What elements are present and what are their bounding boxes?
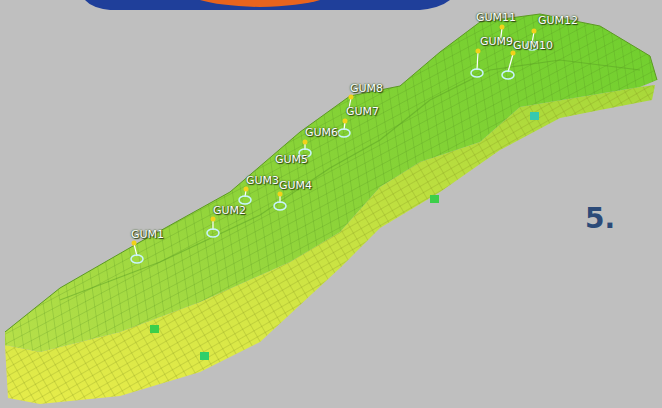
well-label: GUM8 bbox=[350, 83, 383, 94]
reservoir-side bbox=[5, 85, 655, 404]
well-label: GUM9 bbox=[480, 36, 513, 47]
reservoir-top bbox=[5, 14, 657, 352]
well-label: GUM2 bbox=[213, 205, 246, 216]
well-label: GUM12 bbox=[538, 15, 578, 26]
well-markers bbox=[131, 25, 538, 264]
well-label: GUM3 bbox=[246, 175, 279, 186]
well-label: GUM11 bbox=[476, 12, 516, 23]
well-label: GUM10 bbox=[513, 40, 553, 51]
banner-accent bbox=[200, 0, 320, 7]
well-label: GUM6 bbox=[305, 127, 338, 138]
well-label: GUM4 bbox=[279, 180, 312, 191]
banner bbox=[85, 0, 450, 10]
well-label: GUM7 bbox=[346, 106, 379, 117]
figure-number: 5. bbox=[585, 205, 615, 233]
well-label: GUM5 bbox=[275, 154, 308, 165]
well-label: GUM1 bbox=[131, 229, 164, 240]
